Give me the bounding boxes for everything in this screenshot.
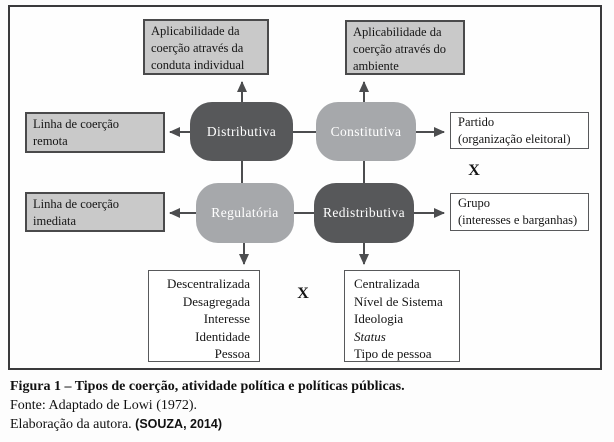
applicability-environment-box: Aplicabilidade da coerção através do amb… [345, 20, 465, 75]
applicability-conduct-box: Aplicabilidade da coerção através da con… [143, 19, 269, 75]
policy-distributiva-node: Distributiva [190, 102, 293, 161]
party-box: Partido (organização eleitoral) [450, 112, 589, 149]
list-item: Descentralizada [166, 276, 250, 291]
figure-border [8, 5, 602, 370]
decentralized-list-box: Descentralizada Desagregada Interesse Id… [148, 270, 260, 362]
figure-caption-title: Figura 1 – Tipos de coerção, atividade p… [10, 379, 405, 394]
list-item: Interesse [203, 311, 250, 326]
list-item: Status [354, 328, 386, 344]
figure-caption: Figura 1 – Tipos de coerção, atividade p… [10, 377, 610, 434]
policy-regulatoria-node: Regulatória [196, 183, 294, 243]
versus-x-right: X [468, 162, 480, 179]
policy-constitutiva-node: Constitutiva [316, 102, 416, 161]
figure-caption-elaboration-line: Elaboração da autora. (SOUZA, 2014) [10, 415, 610, 434]
figure-caption-source: Fonte: Adaptado de Lowi (1972). [10, 398, 198, 413]
centralized-list-box: Centralizada Nível de Sistema Ideologia … [344, 270, 460, 362]
list-item: Nível de Sistema [354, 293, 443, 309]
list-item: Centralizada [354, 276, 420, 291]
versus-x-bottom: X [297, 285, 309, 302]
list-item: Desagregada [182, 293, 250, 309]
coercion-remote-box: Linha de coerção remota [25, 112, 165, 153]
group-box: Grupo (interesses e barganhas) [450, 193, 589, 231]
coercion-immediate-box: Linha de coerção imediata [25, 192, 165, 232]
policy-redistributiva-node: Redistributiva [314, 183, 414, 243]
citation-badge: (SOUZA, 2014) [135, 417, 222, 431]
list-item: Pessoa [214, 346, 250, 361]
list-item: Ideologia [354, 311, 404, 326]
connector-arrows [169, 81, 445, 265]
figure-caption-elaboration: Elaboração da autora. [10, 417, 132, 432]
list-item: Identidade [195, 328, 250, 344]
list-item: Tipo de pessoa [354, 346, 432, 361]
